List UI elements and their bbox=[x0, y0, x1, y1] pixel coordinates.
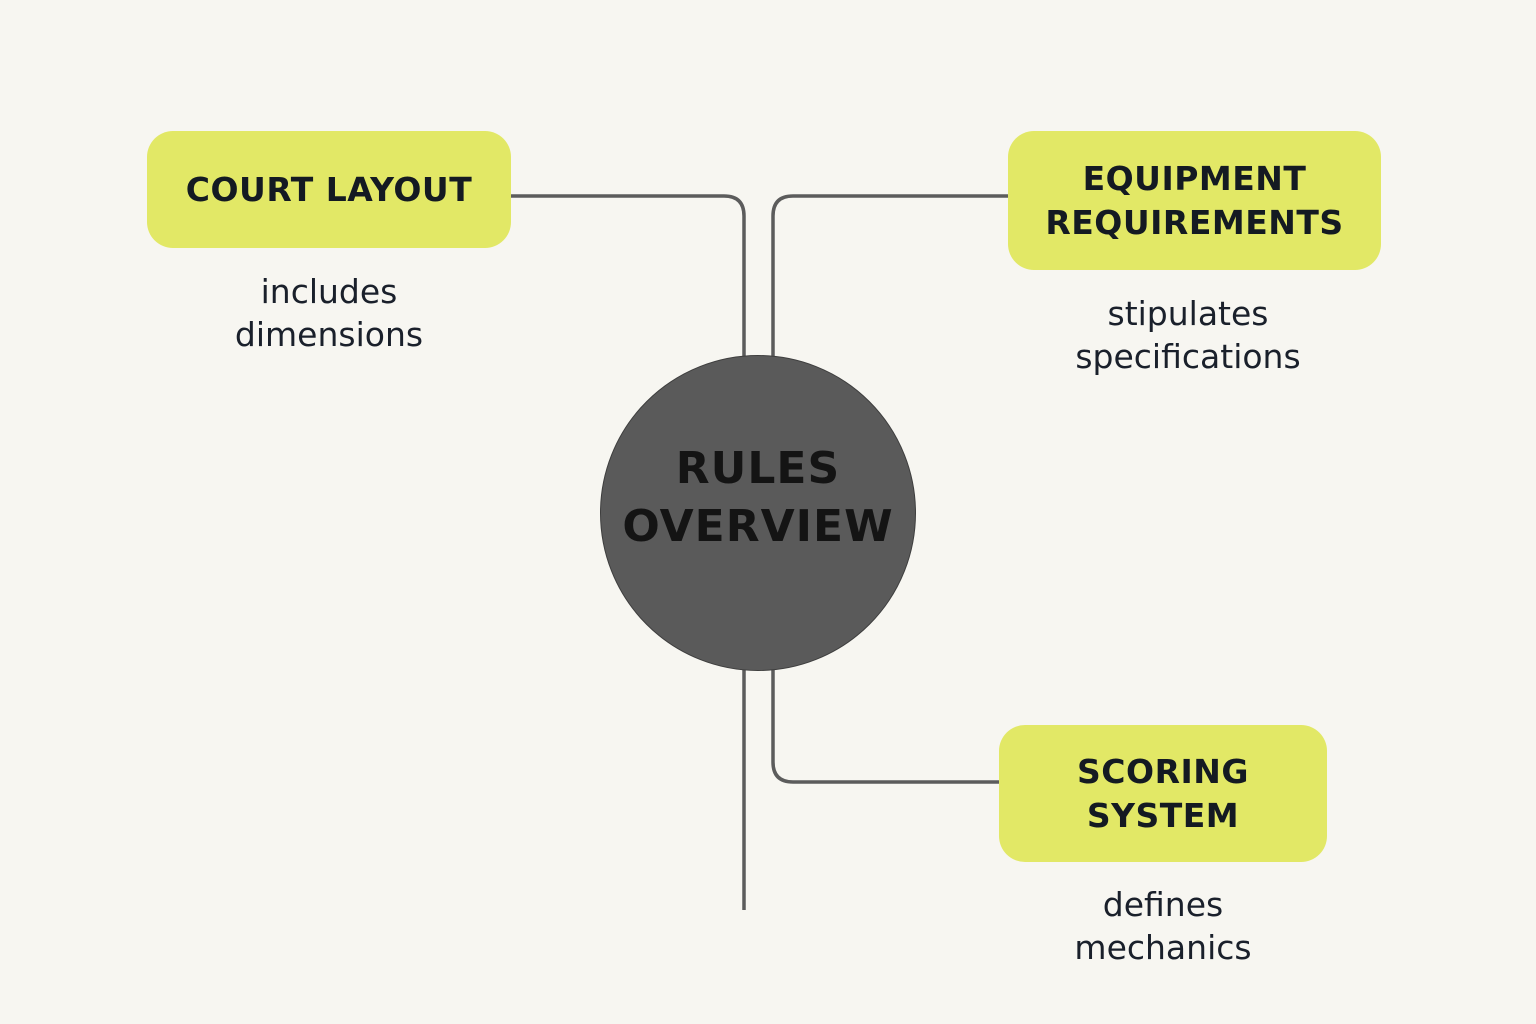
connector-court-layout bbox=[511, 194, 746, 358]
caption-scoring-system: defines mechanics bbox=[1074, 885, 1252, 967]
caption-court-layout: includes dimensions bbox=[234, 272, 424, 354]
hub-rules-overview[interactable]: RULES OVERVIEW bbox=[600, 355, 916, 671]
connector-equipment-requirements bbox=[771, 194, 1008, 358]
node-equipment-requirements[interactable]: EQUIPMENT REQUIREMENTS bbox=[1008, 131, 1381, 270]
caption-equipment-requirements: stipulates specifications bbox=[1075, 294, 1301, 376]
connector-scoring-system bbox=[771, 668, 1000, 784]
node-equipment-requirements-label: EQUIPMENT REQUIREMENTS bbox=[1045, 158, 1344, 242]
node-court-layout-label: COURT LAYOUT bbox=[185, 169, 473, 209]
node-court-layout[interactable]: COURT LAYOUT bbox=[147, 131, 511, 248]
node-scoring-system[interactable]: SCORING SYSTEM bbox=[999, 725, 1327, 862]
hub-label: RULES OVERVIEW bbox=[622, 443, 894, 552]
node-scoring-system-label: SCORING SYSTEM bbox=[1077, 751, 1249, 835]
